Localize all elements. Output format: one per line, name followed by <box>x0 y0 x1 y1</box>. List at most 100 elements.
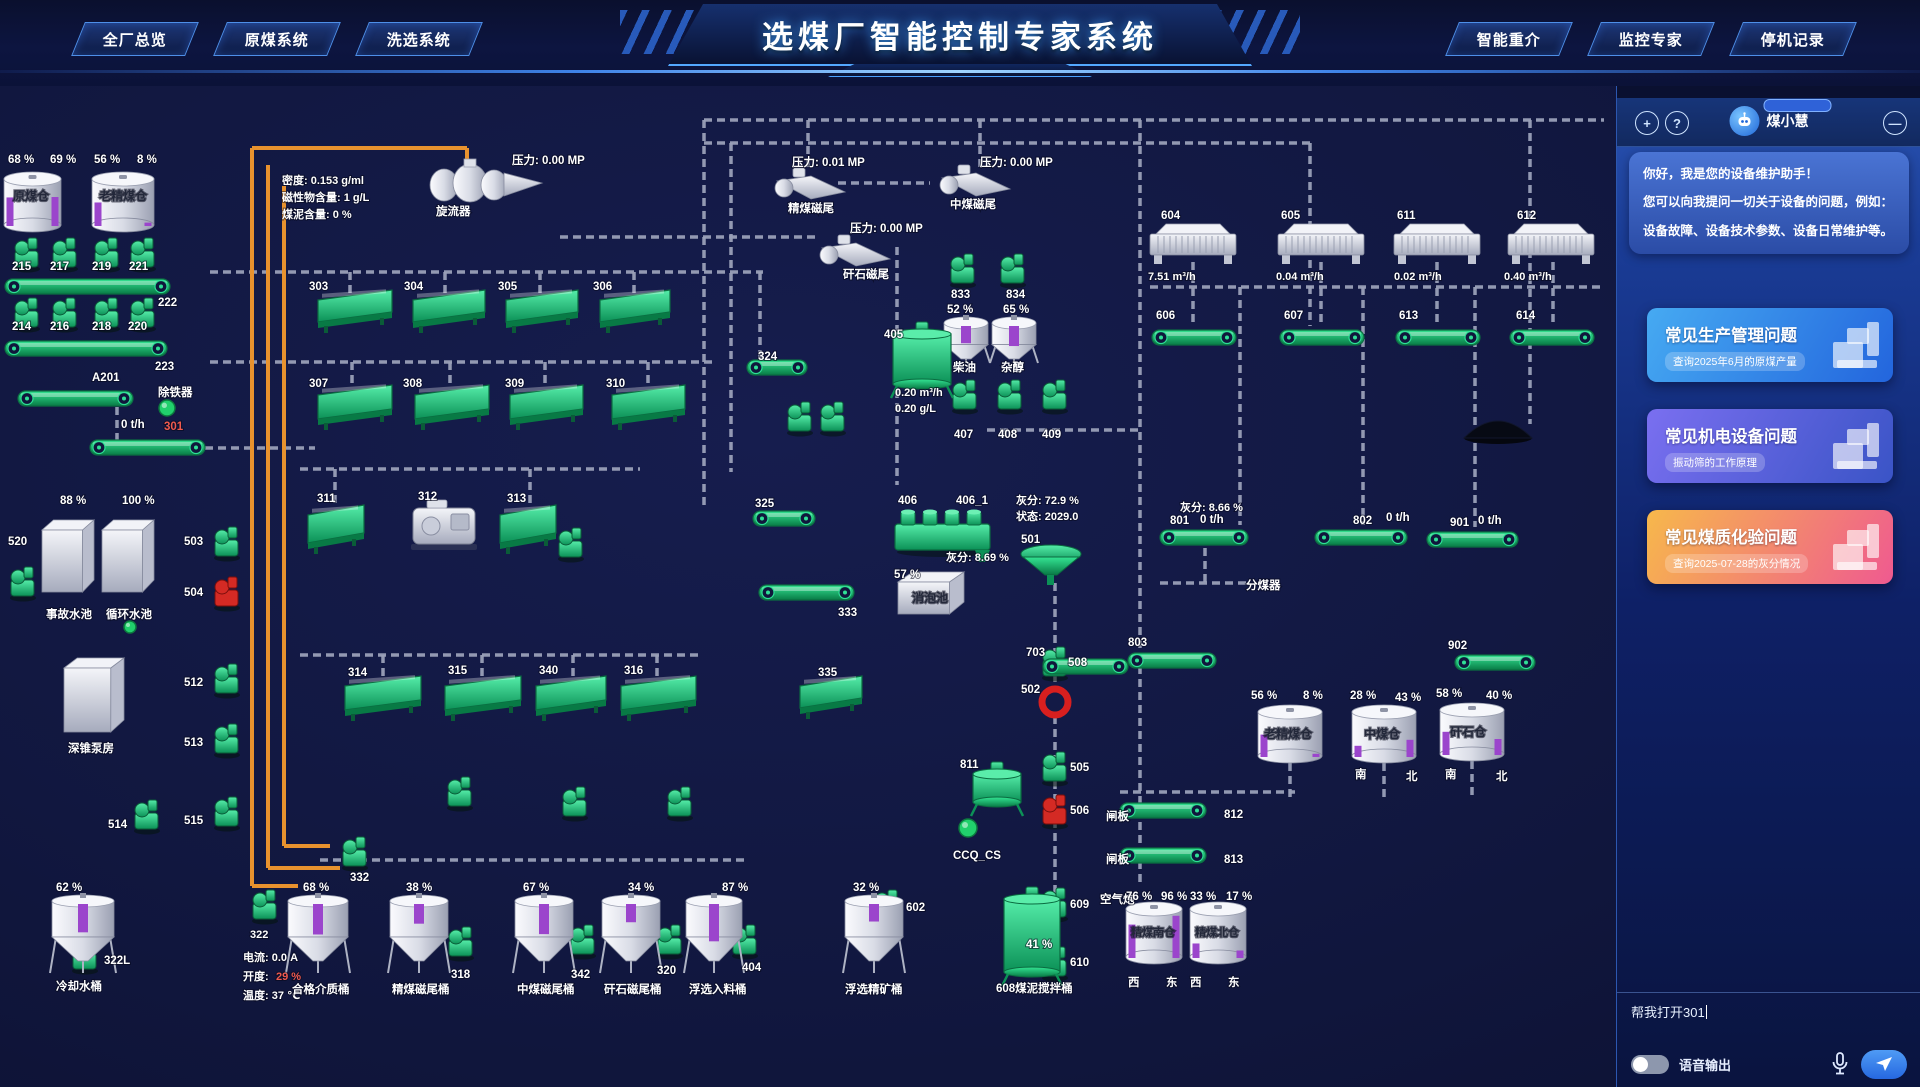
pump-219[interactable] <box>94 237 120 273</box>
conveyor-301[interactable] <box>89 439 206 456</box>
nav-left-1[interactable]: 原煤系统 <box>213 22 341 56</box>
conveyor-333[interactable] <box>758 584 855 601</box>
conveyor-614[interactable] <box>1509 329 1595 346</box>
screen-314[interactable] <box>344 675 422 721</box>
pump-332[interactable] <box>342 836 368 872</box>
pump-409[interactable] <box>1042 379 1068 415</box>
conveyor-A201[interactable] <box>17 390 134 407</box>
filter-press-605[interactable] <box>1277 223 1365 264</box>
conveyor-801[interactable] <box>1159 529 1249 546</box>
flotation-406[interactable] <box>894 509 991 563</box>
screen-303[interactable] <box>317 289 393 333</box>
conveyor-803[interactable] <box>1127 652 1217 669</box>
mixtank-811[interactable] <box>969 761 1025 817</box>
screen-308[interactable] <box>414 384 490 430</box>
pump-408[interactable] <box>997 379 1023 415</box>
screen-304[interactable] <box>412 289 486 333</box>
microphone-icon[interactable] <box>1831 1052 1849 1076</box>
filter-press-612[interactable] <box>1507 223 1595 264</box>
voice-output-toggle[interactable] <box>1631 1054 1669 1074</box>
conveyor-802[interactable] <box>1314 529 1408 546</box>
valve-ring-502[interactable] <box>1038 685 1072 719</box>
pump-217[interactable] <box>52 237 78 273</box>
mixtank-608煤泥搅拌桶[interactable] <box>1000 886 1064 987</box>
silo-原煤仓[interactable] <box>3 171 62 233</box>
cube-循环水池[interactable] <box>100 519 156 593</box>
tank-冷却水桶[interactable] <box>49 893 117 974</box>
screen-313[interactable] <box>499 504 557 554</box>
nav-right-0[interactable]: 智能重介 <box>1445 22 1573 56</box>
silo-精煤北仓[interactable] <box>1189 901 1247 965</box>
filter-press-604[interactable] <box>1149 223 1237 264</box>
pump-214[interactable] <box>14 297 40 333</box>
conveyor-222[interactable] <box>4 278 171 295</box>
conveyor-325[interactable] <box>752 510 816 527</box>
cube-深锥泵房[interactable] <box>62 657 126 733</box>
conveyor-812[interactable] <box>1119 802 1207 819</box>
screen-316[interactable] <box>620 675 697 721</box>
tank-浮选精矿桶[interactable] <box>842 893 906 974</box>
pump-342[interactable] <box>570 924 596 960</box>
separator-精煤磁尾[interactable] <box>774 167 847 200</box>
tank-柴油[interactable] <box>941 315 991 364</box>
separator-中煤磁尾[interactable] <box>939 164 1012 197</box>
conveyor-902[interactable] <box>1454 654 1536 671</box>
new-chat-icon[interactable]: + <box>1635 111 1659 135</box>
cube-消泡池[interactable] <box>896 571 966 615</box>
nav-left-2[interactable]: 洗选系统 <box>355 22 483 56</box>
mixtank-405[interactable] <box>889 321 955 399</box>
pump-220[interactable] <box>130 297 156 333</box>
pump-514[interactable] <box>134 799 160 835</box>
screen-309[interactable] <box>509 384 584 430</box>
centrifuge-312[interactable] <box>411 499 477 550</box>
pump-503[interactable] <box>214 526 240 562</box>
silo-老精煤仓[interactable] <box>91 171 155 233</box>
pump-512[interactable] <box>214 663 240 699</box>
pump-pump[interactable] <box>447 776 473 812</box>
conveyor-901[interactable] <box>1426 531 1519 548</box>
tank-杂醇[interactable] <box>989 315 1039 364</box>
status-light-CCQ_CS[interactable] <box>958 818 978 838</box>
screen-310[interactable] <box>611 384 686 430</box>
conveyor-607[interactable] <box>1279 329 1365 346</box>
screen-340[interactable] <box>535 675 607 721</box>
chat-input[interactable]: 帮我打开301 <box>1631 1002 1901 1042</box>
tank-矸石磁尾桶[interactable] <box>599 893 663 974</box>
conveyor-223[interactable] <box>4 340 168 357</box>
pump-322-valve[interactable] <box>252 889 278 925</box>
screen-305[interactable] <box>505 289 579 333</box>
screen-307[interactable] <box>317 384 393 430</box>
pump-515[interactable] <box>214 796 240 832</box>
nav-right-1[interactable]: 监控专家 <box>1587 22 1715 56</box>
separator-矸石磁尾[interactable] <box>819 234 892 267</box>
screen-315[interactable] <box>444 675 522 721</box>
conveyor-613[interactable] <box>1395 329 1481 346</box>
pump-505[interactable] <box>1042 751 1068 787</box>
pump-pump[interactable] <box>820 401 846 437</box>
silo-精煤南仓[interactable] <box>1125 901 1183 965</box>
filter-press-611[interactable] <box>1393 223 1481 264</box>
tank-合格介质桶[interactable] <box>285 893 351 974</box>
silo-矸石仓[interactable] <box>1439 702 1505 762</box>
screen-311[interactable] <box>307 504 365 554</box>
screen-306[interactable] <box>599 289 671 333</box>
conveyor-813[interactable] <box>1119 847 1207 864</box>
conveyor-324[interactable] <box>746 359 808 376</box>
thickener-501[interactable] <box>1020 544 1082 585</box>
pump-520[interactable] <box>10 566 36 602</box>
faq-card-1[interactable]: 常见机电设备问题振动筛的工作原理 <box>1647 409 1893 483</box>
pump-pump[interactable] <box>667 786 693 822</box>
pump-216[interactable] <box>52 297 78 333</box>
pump-pump[interactable] <box>787 401 813 437</box>
minimize-button[interactable]: — <box>1883 111 1907 135</box>
silo-老精煤仓-右[interactable] <box>1257 704 1323 764</box>
status-light-indicator[interactable] <box>123 620 137 634</box>
pump-pump[interactable] <box>558 527 584 563</box>
silo-中煤仓[interactable] <box>1351 704 1417 764</box>
faq-card-0[interactable]: 常见生产管理问题查询2025年6月的原煤产量 <box>1647 308 1893 382</box>
pump-407[interactable] <box>952 379 978 415</box>
conveyor-703[interactable] <box>1042 658 1129 675</box>
pump-221[interactable] <box>130 237 156 273</box>
pump-833[interactable] <box>950 253 976 289</box>
conveyor-606[interactable] <box>1151 329 1237 346</box>
